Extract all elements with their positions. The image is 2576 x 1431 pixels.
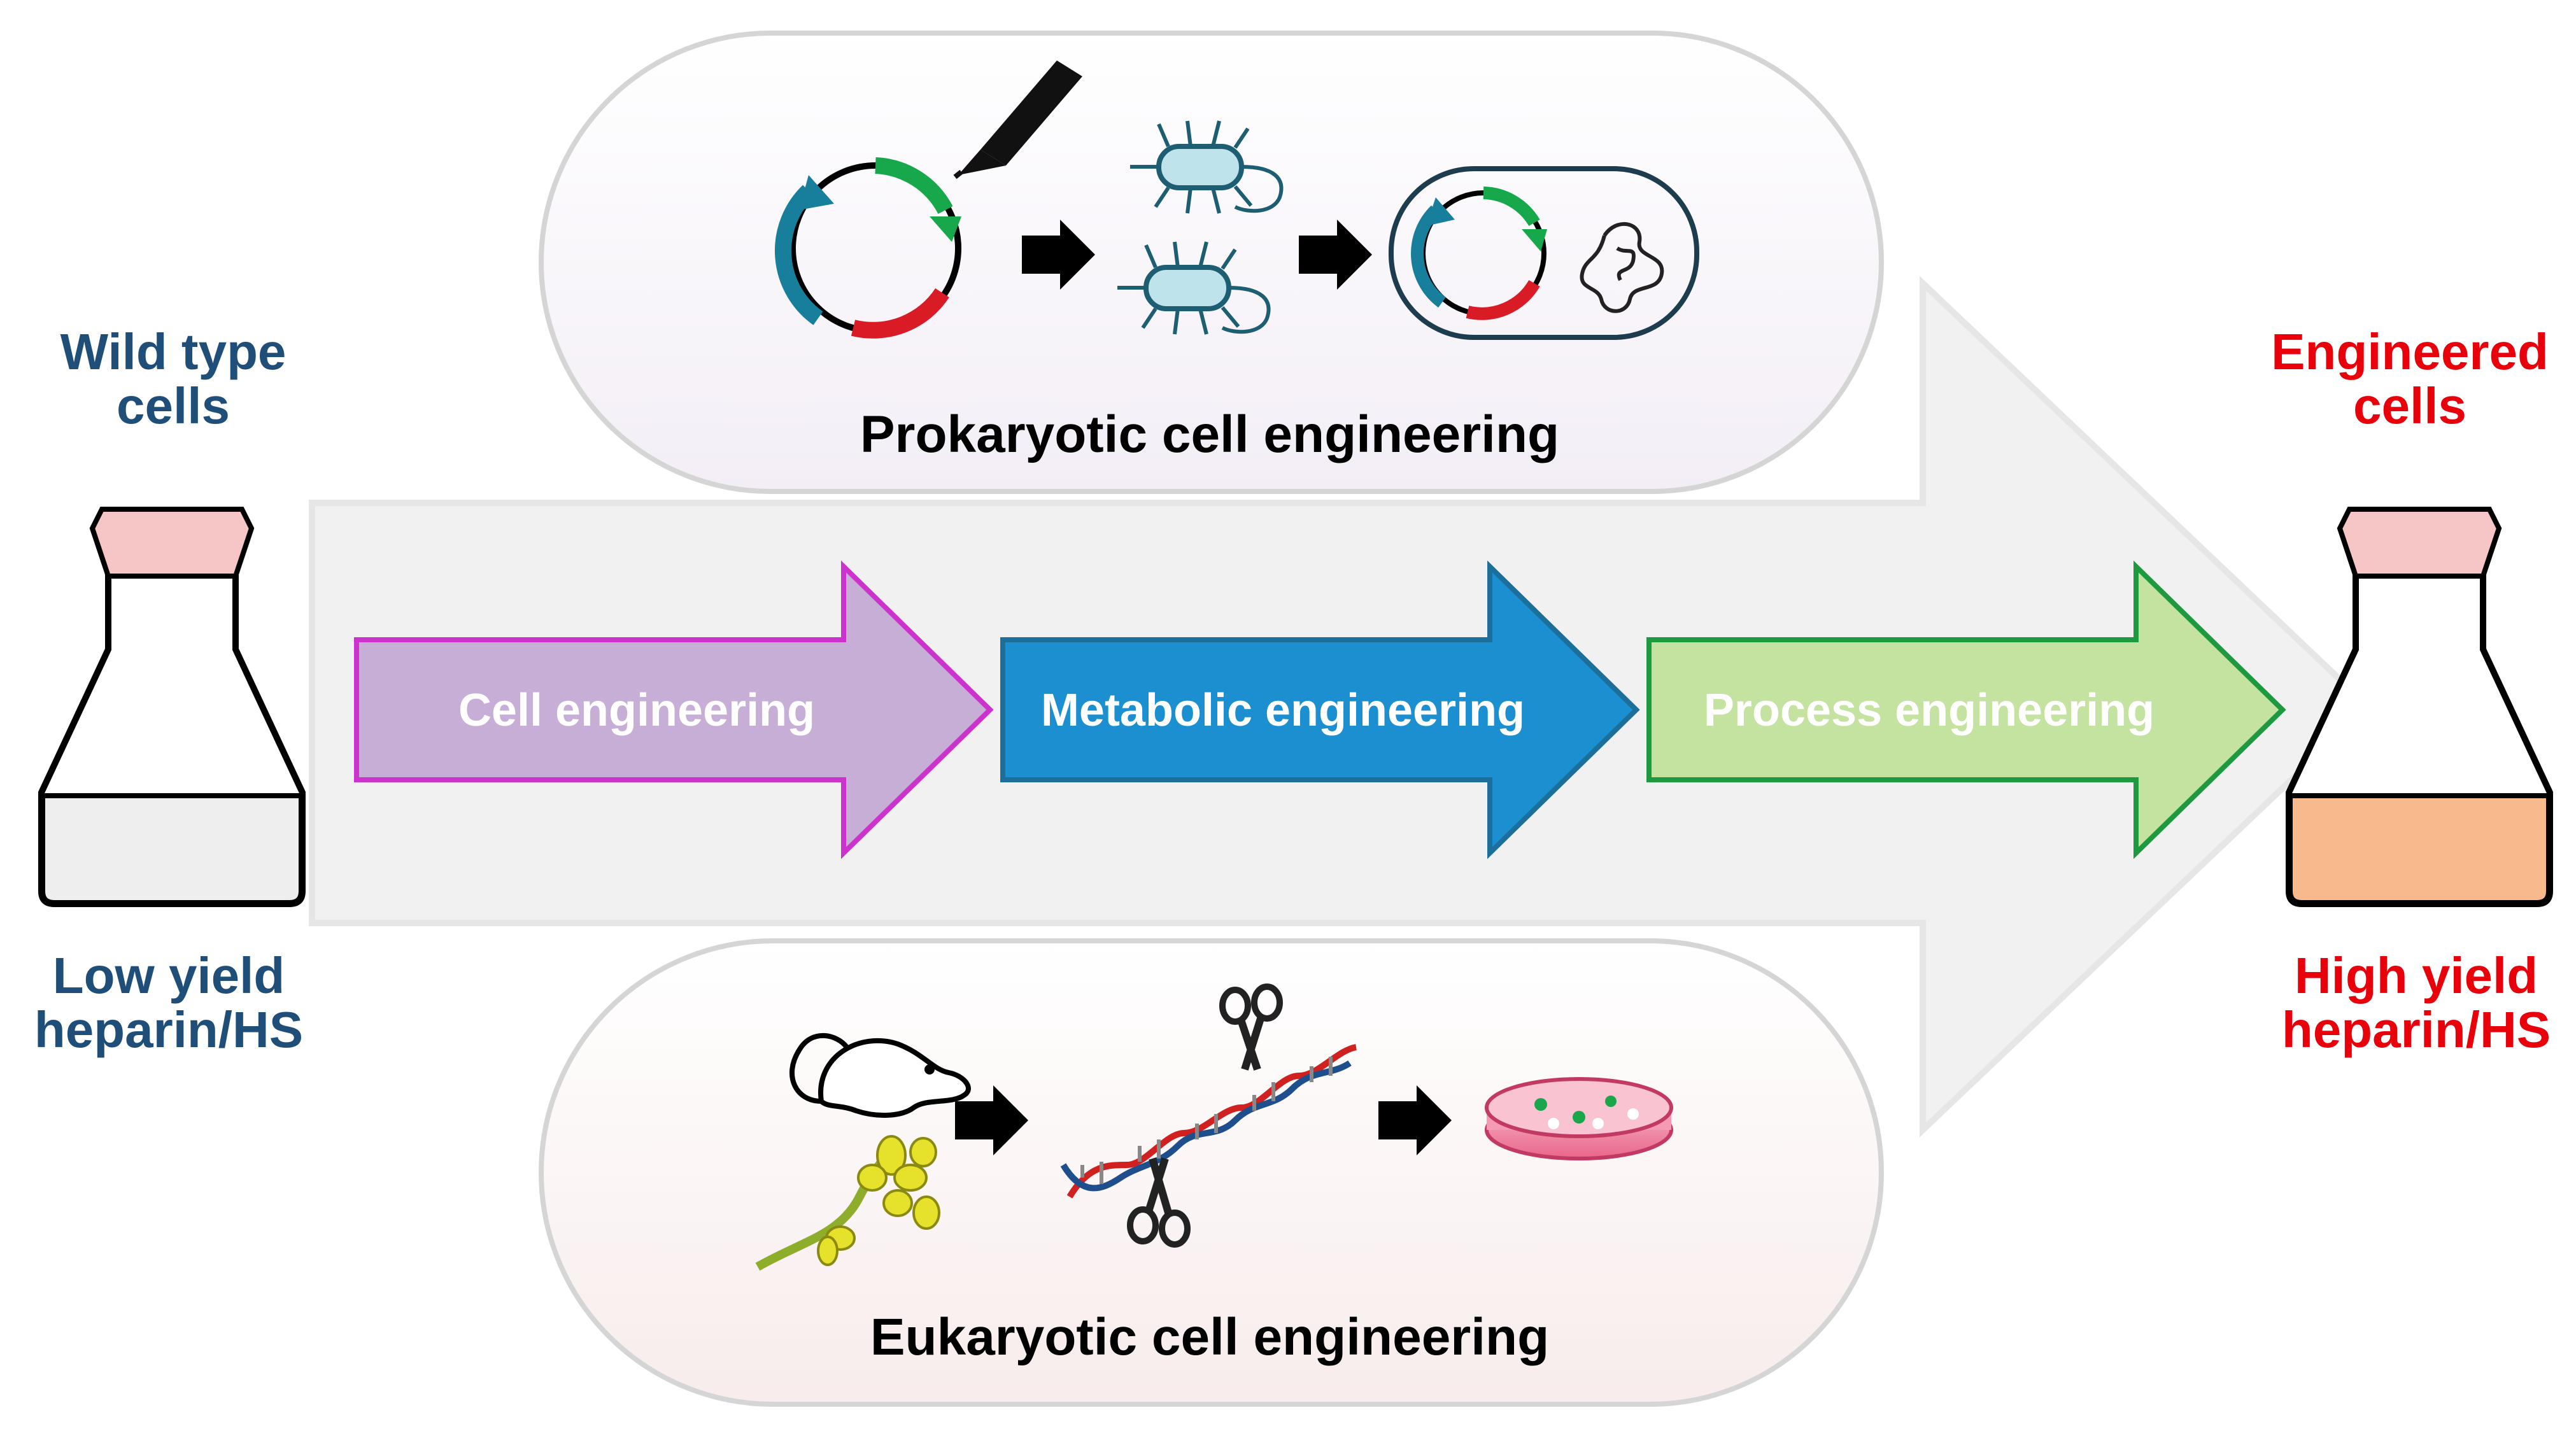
step-arrow-process-engineering: Process engineering <box>1646 560 2286 859</box>
scissors-icon <box>1219 983 1283 1071</box>
plasmid-icon <box>775 157 961 339</box>
prokaryotic-panel-title: Prokaryotic cell engineering <box>860 405 1559 463</box>
eukaryotic-panel: Eukaryotic cell engineering <box>539 938 1884 1407</box>
step-arrow-icon <box>1299 220 1372 290</box>
engineered-flask-icon <box>2286 507 2553 907</box>
bacterium-icon <box>1130 120 1284 214</box>
prokaryotic-panel: Prokaryotic cell engineering <box>539 31 1884 494</box>
step-label-process-engineering: Process engineering <box>1704 685 2155 736</box>
petri-dish-icon <box>1485 1077 1673 1160</box>
left-bottom-label-2: heparin/HS <box>34 1001 303 1058</box>
step-arrow-cell-engineering: Cell engineering <box>354 560 994 859</box>
left-top-label-2: cells <box>117 377 230 434</box>
eukaryotic-panel-title: Eukaryotic cell engineering <box>870 1308 1549 1366</box>
dna-helix-icon <box>1060 1044 1357 1199</box>
right-top-label-2: cells <box>2353 377 2466 434</box>
engineered-bacterium-icon <box>1389 166 1699 340</box>
scissors-icon <box>1127 1157 1191 1248</box>
step-label-cell-engineering: Cell engineering <box>458 685 815 736</box>
pen-icon <box>953 60 1082 180</box>
step-arrow-icon <box>955 1085 1028 1155</box>
left-bottom-label: Low yield <box>53 947 285 1004</box>
left-top-label: Wild type <box>60 323 287 380</box>
right-bottom-label-2: heparin/HS <box>2282 1001 2551 1058</box>
right-top-label: Engineered <box>2271 323 2549 380</box>
step-arrow-metabolic-engineering: Metabolic engineering <box>1000 560 1640 859</box>
mouse-icon <box>789 1033 971 1118</box>
step-label-metabolic-engineering: Metabolic engineering <box>1041 685 1525 736</box>
step-arrow-icon <box>1022 220 1095 290</box>
bacterium-icon <box>1117 241 1271 335</box>
wild-type-flask-icon <box>38 507 306 907</box>
plant-icon <box>755 1135 940 1271</box>
right-bottom-label: High yield <box>2295 947 2538 1004</box>
step-arrow-icon <box>1378 1085 1452 1155</box>
